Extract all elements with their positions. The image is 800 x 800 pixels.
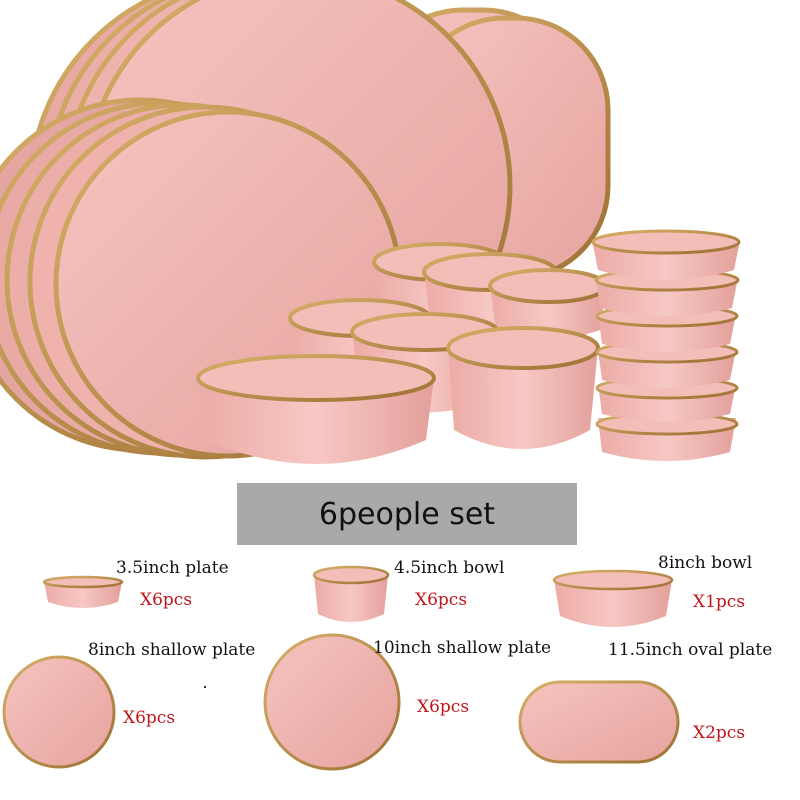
medium-bowl-icon: [312, 565, 390, 622]
small-bowls-stack: [591, 229, 741, 461]
speck: [204, 686, 206, 688]
set-banner: 6people set: [237, 483, 577, 545]
large-bowl-icon: [552, 569, 674, 627]
item-label-3-5inch-plate: 3.5inch plate: [116, 558, 229, 578]
item-label-8inch-bowl: 8inch bowl: [658, 553, 753, 573]
oval-plate-icon: [518, 680, 680, 764]
item-qty-8inch-bowl: X1pcs: [693, 592, 746, 612]
item-label-8inch-shallow-plate: 8inch shallow plate: [88, 640, 256, 660]
banner-text: 6people set: [318, 496, 496, 532]
item-qty-3-5inch-plate: X6pcs: [140, 590, 193, 610]
shallow-plate-icon: [2, 655, 116, 769]
item-qty-4-5inch-bowl: X6pcs: [415, 590, 468, 610]
item-label-11-5inch-oval-plate: 11.5inch oval plate: [608, 640, 773, 660]
item-qty-11-5inch-oval-plate: X2pcs: [693, 723, 746, 743]
item-label-4-5inch-bowl: 4.5inch bowl: [394, 558, 505, 578]
item-qty-10inch-shallow-plate: X6pcs: [417, 697, 470, 717]
bowls-front-row: [196, 326, 600, 464]
small-plate-icon: [42, 575, 124, 608]
large-shallow-plate-icon: [263, 633, 401, 771]
item-qty-8inch-shallow-plate: X6pcs: [123, 708, 176, 728]
item-label-10inch-shallow-plate: 10inch shallow plate: [373, 638, 552, 658]
